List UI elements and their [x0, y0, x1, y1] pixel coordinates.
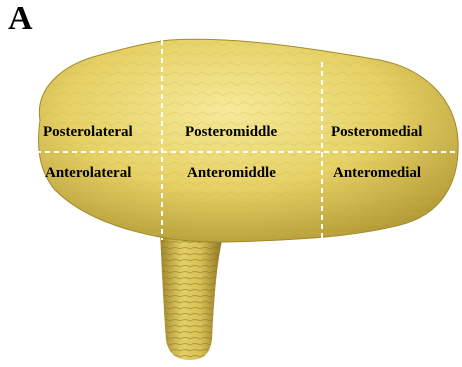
label-anteromedial: Anteromedial [333, 165, 421, 181]
organ-body [39, 39, 459, 242]
label-anterolateral: Anterolateral [45, 165, 131, 181]
label-anteromiddle: Anteromiddle [187, 165, 276, 181]
label-posterolateral: Posterolateral [43, 124, 133, 140]
stem [160, 232, 222, 360]
label-posteromedial: Posteromedial [331, 124, 422, 140]
label-posteromiddle: Posteromiddle [185, 124, 278, 140]
